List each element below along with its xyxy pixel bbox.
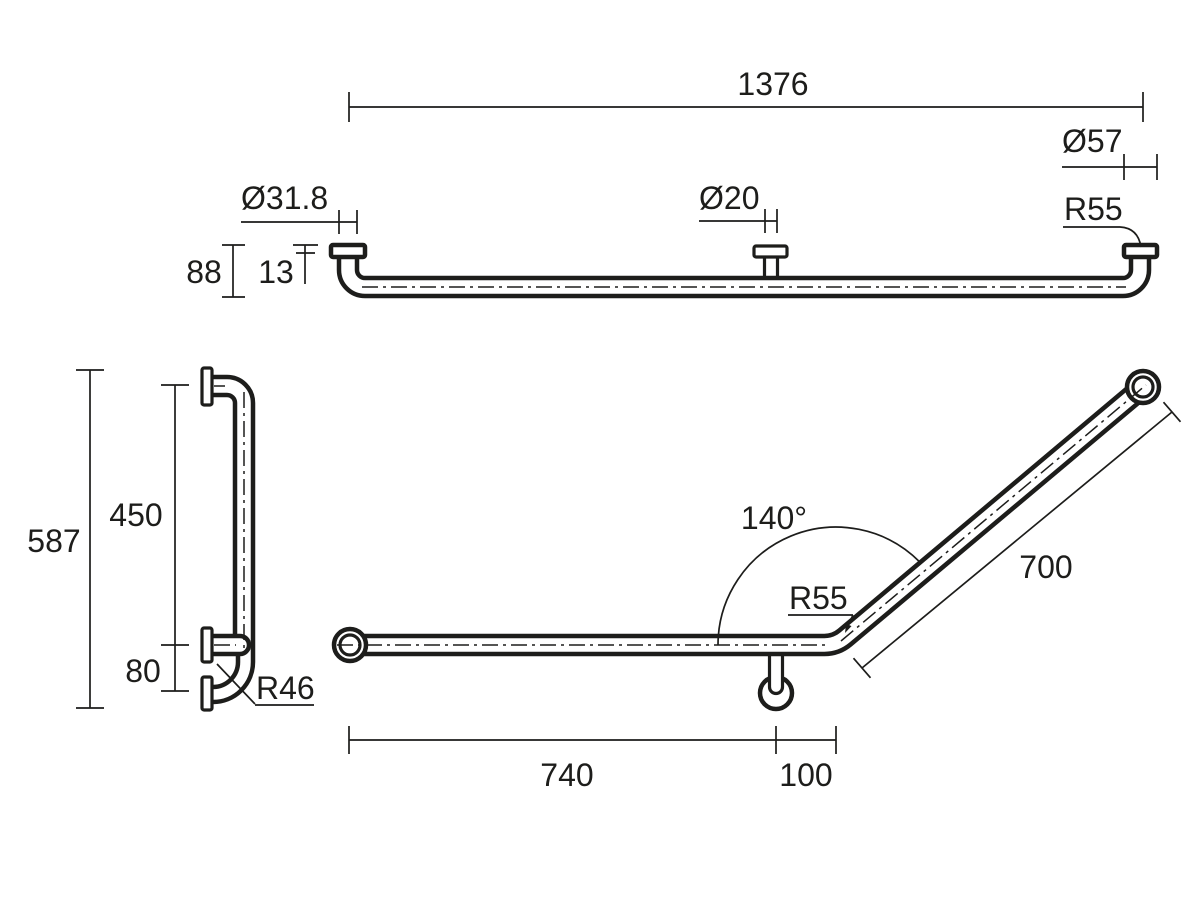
dim-88-line: [222, 244, 245, 298]
side-view-centerlines: [214, 385, 245, 650]
front-view-pin-stem: [767, 654, 785, 696]
dim-r46-leader: [216, 663, 314, 706]
side-view-inner-edge: [212, 392, 238, 636]
dim-flange-thickness-label: 13: [258, 254, 294, 290]
dim-pin-diameter-label: Ø20: [699, 180, 759, 216]
front-view: 140° R55 700 740 100: [331, 368, 1182, 793]
dim-140-arc: [717, 526, 921, 646]
side-view-elbow-inner-edge: [210, 654, 241, 690]
front-view-centerlines: [337, 384, 1147, 646]
dim-flange-diameter-label: Ø57: [1062, 123, 1122, 159]
dim-wall-offset-label: 88: [186, 254, 222, 290]
dim-front-r55-arrowhead: [845, 623, 852, 633]
side-view-mid-plate: [200, 626, 214, 664]
side-view: 587 450 80 R46: [27, 366, 315, 712]
top-view-tube-outer-edge: [336, 257, 1152, 299]
dim-angled-length-label: 700: [1019, 549, 1072, 585]
top-view-left-flange: [328, 242, 368, 260]
top-view-tube-inner-edge: [354, 257, 1134, 281]
dim-318-line: [241, 210, 358, 234]
dim-bend-angle-label: 140°: [741, 500, 807, 536]
front-view-tube-bottom-edge: [359, 392, 1151, 657]
dim-top-r55-leader: [1063, 226, 1142, 248]
dim-13-line: [293, 244, 318, 284]
dim-top-bend-radius-label: R55: [1064, 191, 1123, 227]
front-view-tube-top-edge: [359, 378, 1139, 639]
dim-overall-length-label: 1376: [737, 66, 808, 102]
side-view-rail-stub: [212, 633, 252, 657]
dim-pin-offset-label: 100: [779, 757, 832, 793]
dim-elbow-radius-label: R46: [256, 670, 315, 706]
dim-700-line: [852, 401, 1182, 679]
top-view-pin-flange: [752, 244, 789, 259]
dim-740-100-line: [348, 726, 837, 754]
dim-450-80-line: [161, 384, 189, 692]
dim-front-bend-radius-label: R55: [789, 580, 848, 616]
dim-1376-line: [348, 92, 1144, 122]
dim-lower-offset-label: 80: [125, 653, 161, 689]
side-view-top-plate: [200, 366, 214, 407]
dim-587-line: [76, 369, 104, 709]
top-view: 1376 Ø57 R55 Ø31.8 Ø20 88 13: [186, 66, 1160, 299]
dim-tube-diameter-label: Ø31.8: [241, 180, 328, 216]
top-view-pin-stem: [762, 257, 780, 279]
side-view-bottom-plate: [200, 675, 214, 712]
dim-20-line: [699, 209, 778, 233]
dim-57-line: [1062, 154, 1158, 180]
side-view-outer-edge: [210, 374, 256, 705]
dim-horizontal-length-label: 740: [540, 757, 593, 793]
dim-overall-height-label: 587: [27, 523, 80, 559]
dim-upper-height-label: 450: [109, 497, 162, 533]
